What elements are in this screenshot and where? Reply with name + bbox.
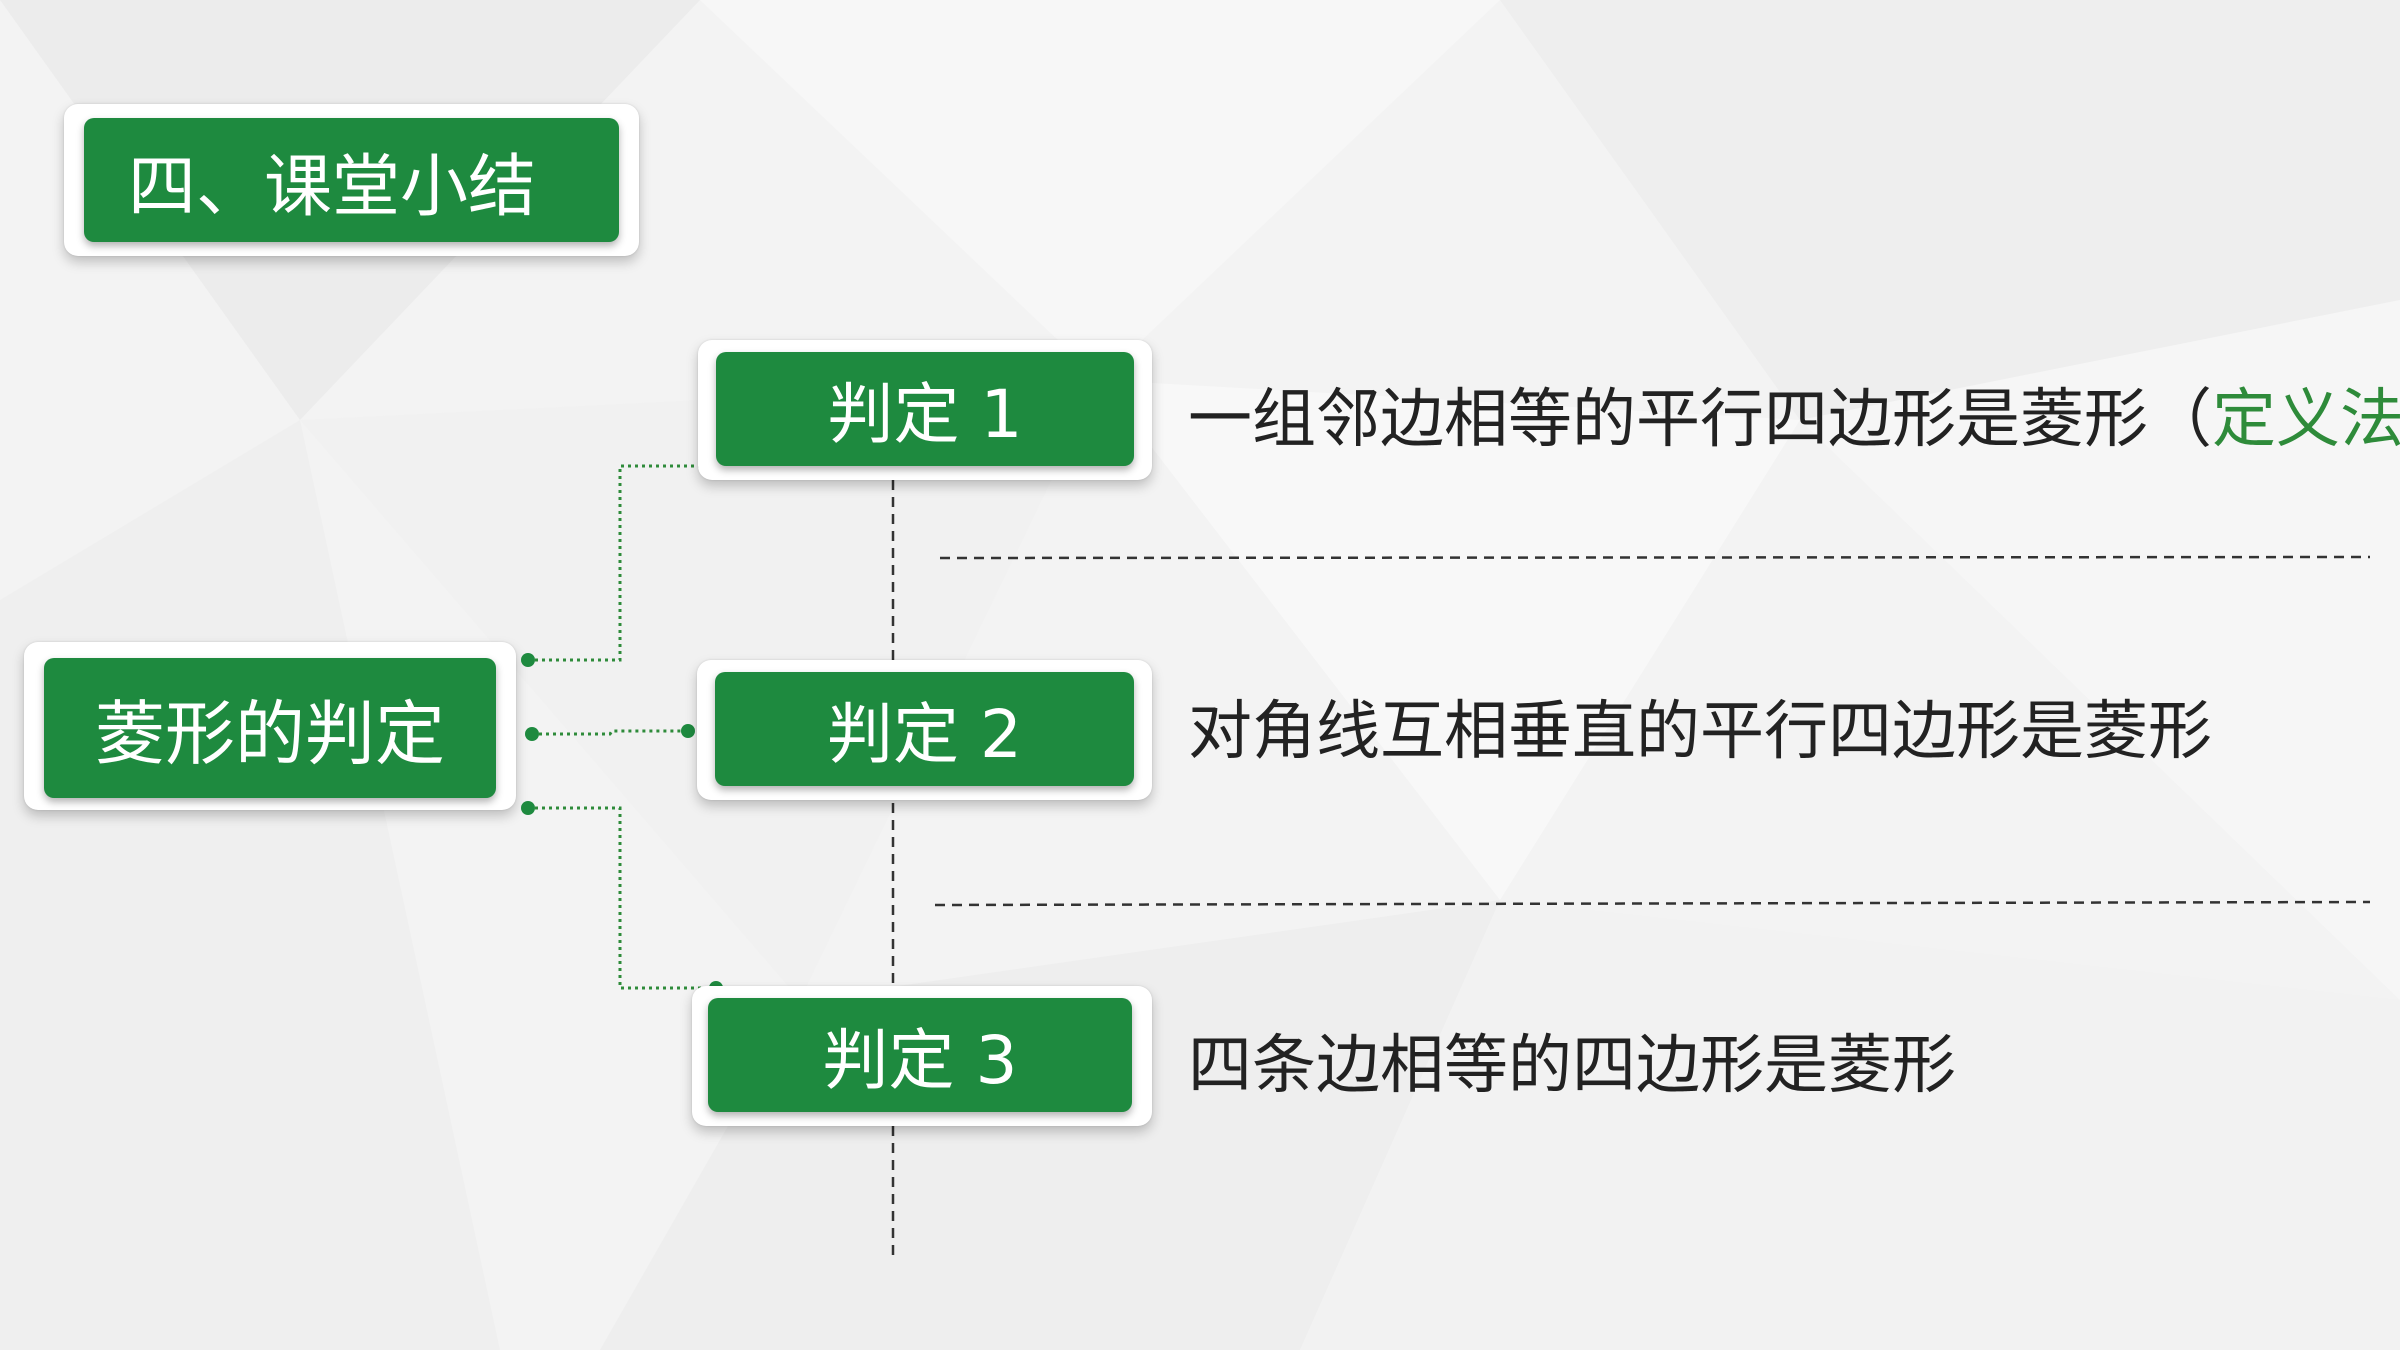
criterion-3-statement: 四条边相等的四边形是菱形 <box>1188 1034 1956 1098</box>
criterion-2-label: 判定 2 <box>715 672 1134 786</box>
criterion-2-label-text: 判定 2 <box>827 696 1022 773</box>
criterion-1-label-text: 判定 1 <box>827 376 1023 453</box>
section-title: 四、课堂小结 <box>84 118 619 242</box>
criterion-3-label-text: 判定 3 <box>822 1022 1018 1099</box>
connector-3 <box>528 806 716 990</box>
connector-dot <box>525 727 539 741</box>
criterion-3-label: 判定 3 <box>708 998 1132 1112</box>
criterion-1-paren-open: （ <box>2148 383 2212 457</box>
connector-1 <box>528 464 728 662</box>
connector-dot <box>521 801 535 815</box>
separator-2 <box>934 900 2371 907</box>
criterion-1-statement: 一组邻边相等的平行四边形是菱形（定义法） <box>1188 388 2400 452</box>
separator-1 <box>939 555 2371 560</box>
topic-text: 菱形的判定 <box>95 692 445 775</box>
connector-dot <box>521 653 535 667</box>
connector-2 <box>532 729 688 736</box>
connector-dot <box>681 724 695 738</box>
criterion-1-note: 定义法 <box>2212 383 2400 457</box>
topic-box: 菱形的判定 <box>44 658 496 798</box>
criterion-1-label: 判定 1 <box>716 352 1134 466</box>
criterion-1-text: 一组邻边相等的平行四边形是菱形 <box>1188 383 2148 457</box>
criterion-2-text: 对角线互相垂直的平行四边形是菱形 <box>1188 695 2212 769</box>
section-title-text: 四、课堂小结 <box>128 147 537 227</box>
criterion-3-text: 四条边相等的四边形是菱形 <box>1188 1029 1956 1103</box>
criterion-2-statement: 对角线互相垂直的平行四边形是菱形 <box>1188 700 2212 764</box>
